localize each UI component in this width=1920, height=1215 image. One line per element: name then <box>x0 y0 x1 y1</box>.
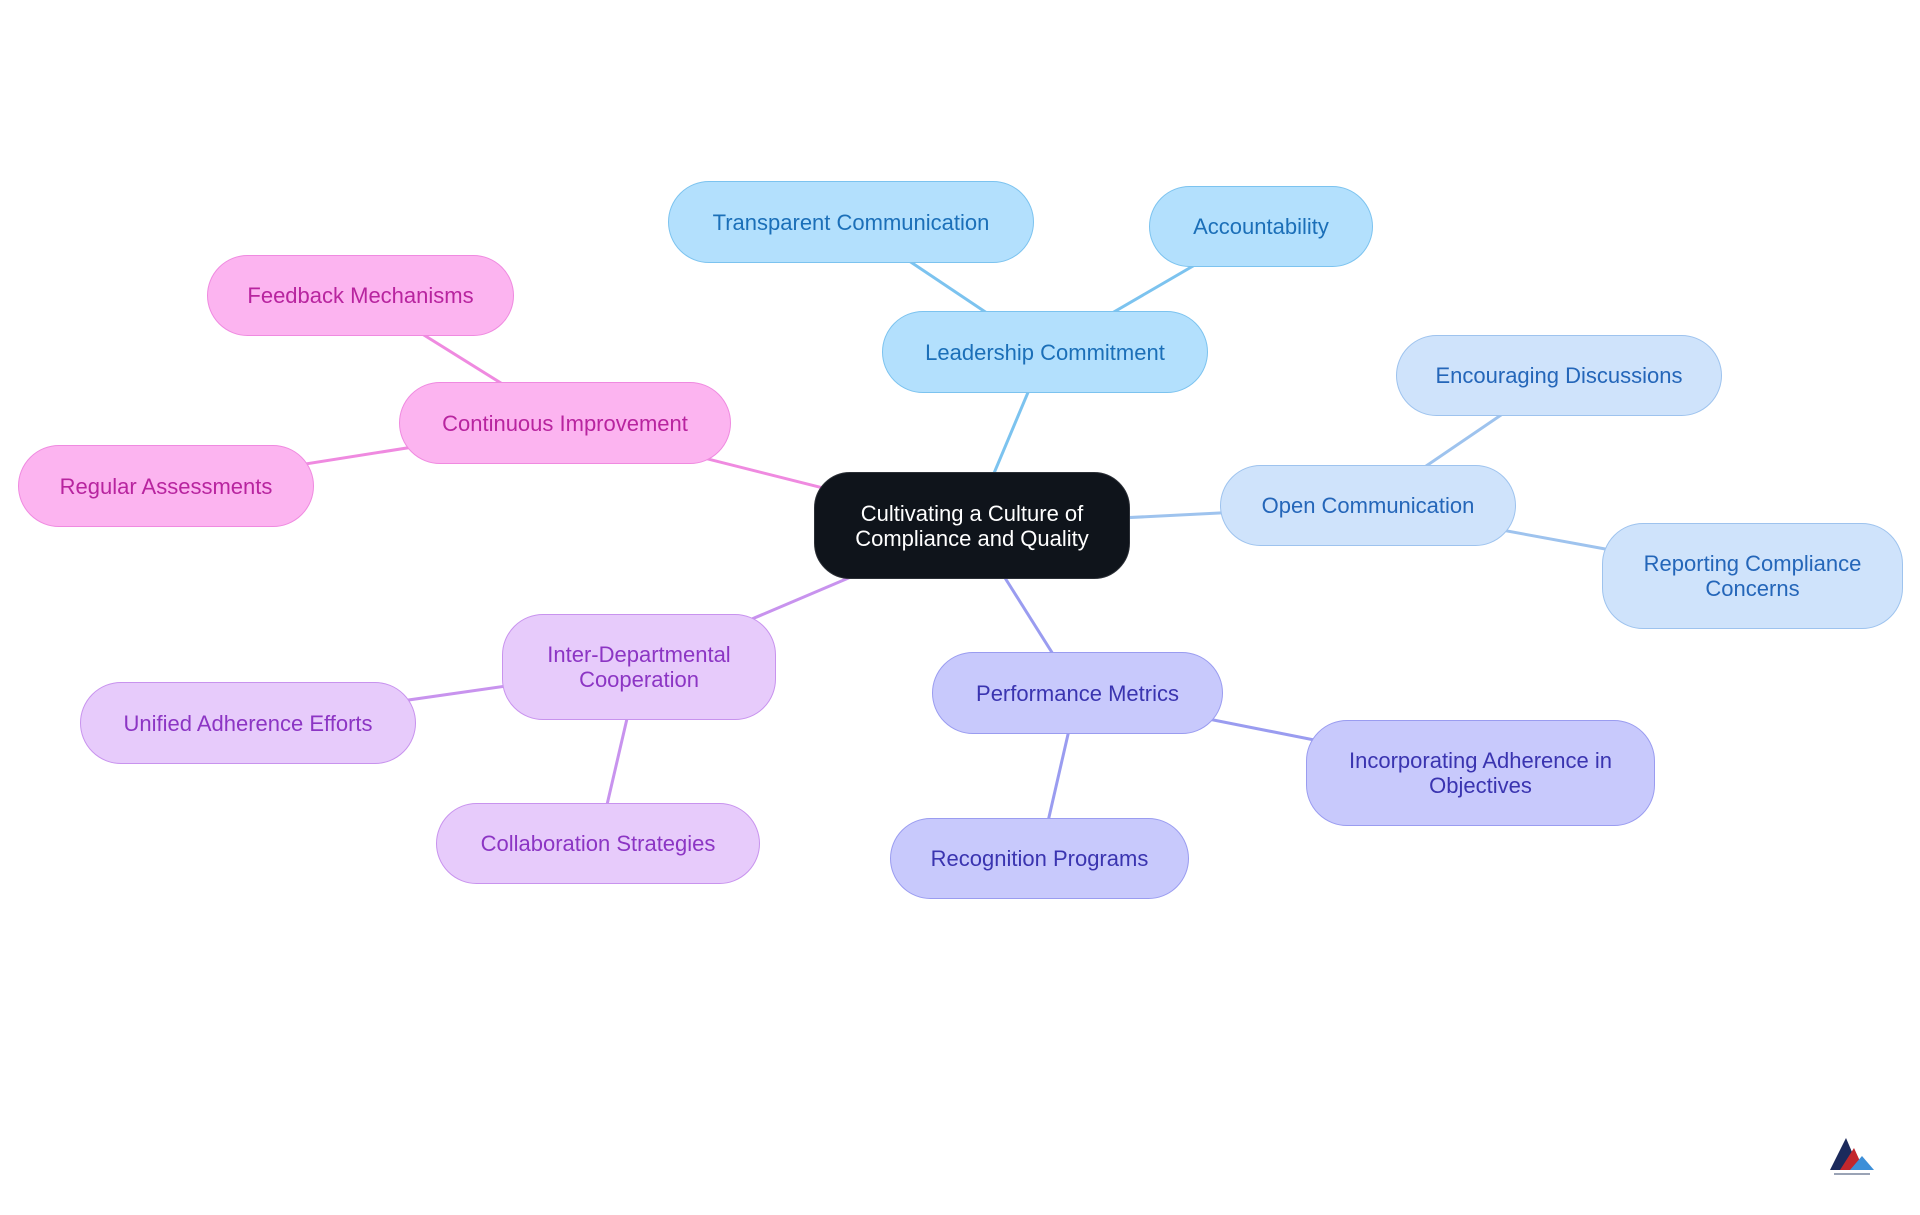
node-performance-metrics[interactable]: Performance Metrics <box>932 652 1223 734</box>
node-inter-departmental-cooperation[interactable]: Inter-Departmental Cooperation <box>502 614 776 720</box>
node-regular-assessments[interactable]: Regular Assessments <box>18 445 314 527</box>
node-incorporating-adherence[interactable]: Incorporating Adherence in Objectives <box>1306 720 1655 826</box>
node-unified-adherence-efforts[interactable]: Unified Adherence Efforts <box>80 682 416 764</box>
node-encouraging-discussions[interactable]: Encouraging Discussions <box>1396 335 1722 416</box>
root-node[interactable]: Cultivating a Culture of Compliance and … <box>814 472 1130 579</box>
mountain-logo-icon <box>1830 1138 1874 1175</box>
node-accountability[interactable]: Accountability <box>1149 186 1373 267</box>
node-transparent-communication[interactable]: Transparent Communication <box>668 181 1034 263</box>
node-reporting-compliance-concerns[interactable]: Reporting Compliance Concerns <box>1602 523 1903 629</box>
node-open-communication[interactable]: Open Communication <box>1220 465 1516 546</box>
node-collaboration-strategies[interactable]: Collaboration Strategies <box>436 803 760 884</box>
node-continuous-improvement[interactable]: Continuous Improvement <box>399 382 731 464</box>
node-leadership-commitment[interactable]: Leadership Commitment <box>882 311 1208 393</box>
node-feedback-mechanisms[interactable]: Feedback Mechanisms <box>207 255 514 336</box>
node-recognition-programs[interactable]: Recognition Programs <box>890 818 1189 899</box>
